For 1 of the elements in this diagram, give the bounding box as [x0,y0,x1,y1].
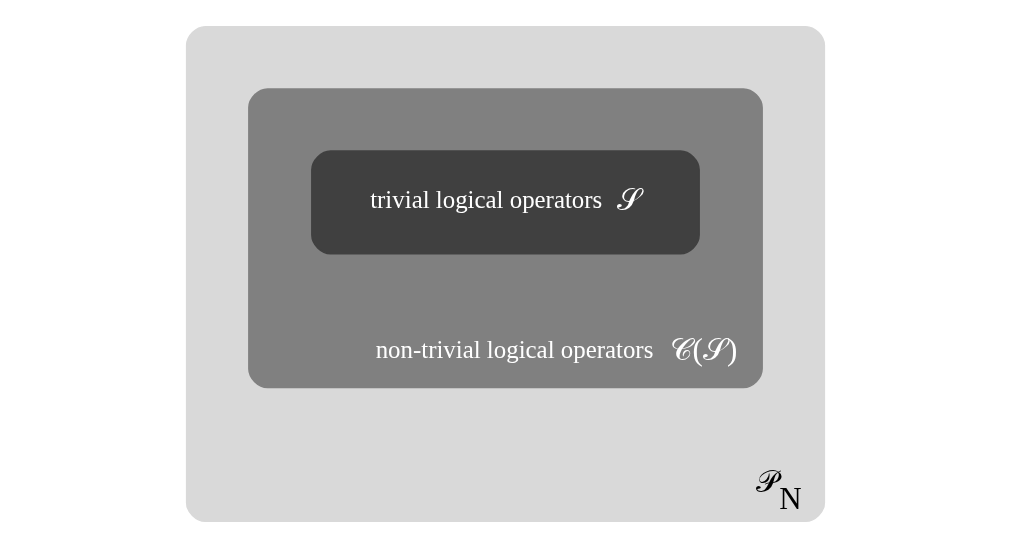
node-box: trivial logical operators 𝒮 [311,150,700,255]
